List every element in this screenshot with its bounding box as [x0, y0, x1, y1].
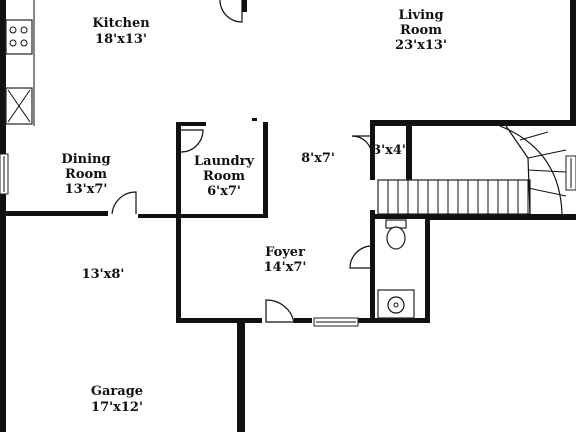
garage-name: Garage — [91, 384, 143, 399]
laundry-name-line1: Laundry — [194, 154, 254, 169]
living-size: 23'x13' — [395, 38, 447, 53]
staircase — [377, 125, 567, 215]
doors — [111, 0, 373, 323]
room-size: 13'x8' — [82, 267, 125, 282]
kitchen-size: 18'x13' — [95, 32, 147, 47]
foyer-name: Foyer — [265, 245, 305, 260]
closet-size: 3'x4' — [372, 143, 406, 158]
dining-size: 13'x7' — [65, 182, 108, 197]
laundry-size: 6'x7' — [207, 184, 241, 199]
bath-fixtures — [377, 219, 415, 319]
living-name-line1: Living — [398, 8, 443, 23]
room-labels: Kitchen 18'x13' Living Room 23'x13' Dini… — [61, 8, 447, 415]
kitchen-fixtures — [5, 0, 35, 126]
windows — [0, 153, 576, 327]
laundry-name-line2: Room — [203, 169, 245, 184]
kitchen-name: Kitchen — [92, 16, 150, 31]
living-name-line2: Room — [400, 23, 442, 38]
hall-size: 8'x7' — [301, 151, 335, 166]
garage-size: 17'x12' — [91, 400, 143, 415]
dining-name-line1: Dining — [61, 152, 110, 167]
dining-name-line2: Room — [65, 167, 107, 182]
foyer-size: 14'x7' — [264, 260, 307, 275]
